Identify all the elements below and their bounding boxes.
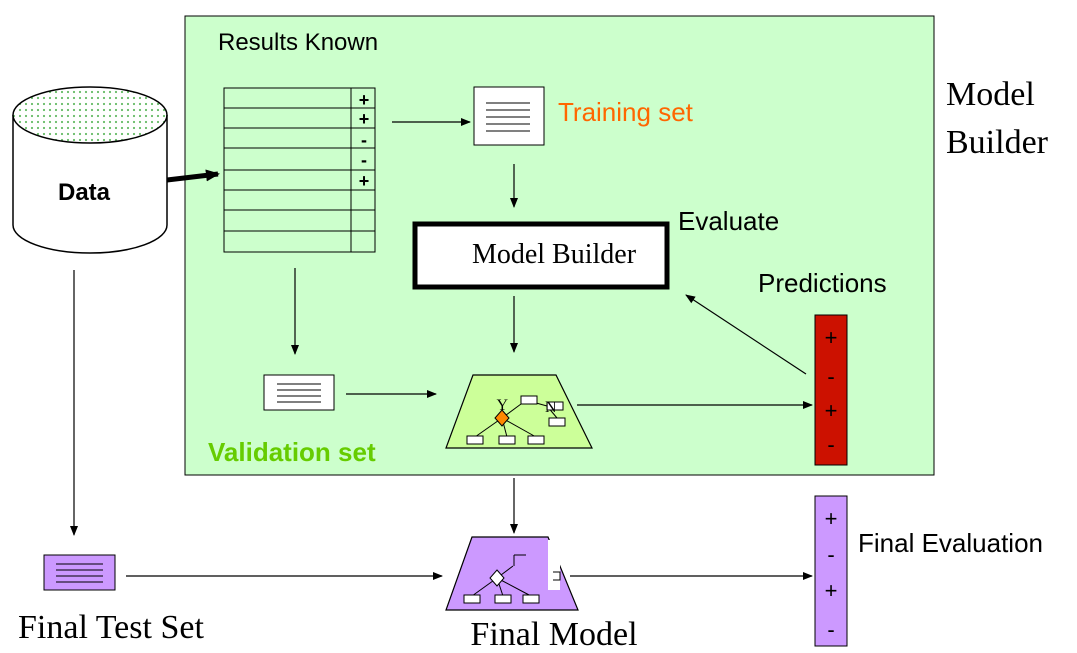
predictions-marks: + - + -: [825, 325, 838, 457]
results-table: [223, 87, 376, 253]
document-lines-icon: [43, 554, 116, 591]
data-to-table-arrow: [166, 169, 220, 183]
training-set-label: Training set: [558, 97, 694, 127]
document-lines-icon: [473, 86, 545, 146]
prediction-mark: +: [825, 398, 838, 423]
decision-tree-icon: [445, 536, 579, 611]
tree-yes-label: Y: [496, 397, 508, 414]
prediction-mark: -: [827, 432, 834, 457]
final-test-set-label: Final Test Set: [18, 609, 204, 646]
model-builder-box-label: Model Builder: [472, 239, 637, 270]
table-mark: -: [361, 130, 367, 150]
final-evaluation-label: Final Evaluation: [858, 528, 1043, 558]
prediction-mark: -: [827, 364, 834, 389]
final-eval-mark: +: [825, 578, 838, 603]
predictions-column: [814, 314, 848, 466]
predictions-label: Predictions: [758, 268, 887, 298]
data-label: Data: [58, 179, 111, 206]
final-eval-mark: -: [827, 542, 834, 567]
prediction-mark: +: [825, 325, 838, 350]
tree-no-label: N: [545, 399, 557, 416]
table-mark: +: [359, 171, 370, 191]
final-evaluation-column: [814, 495, 848, 647]
final-eval-mark: -: [827, 617, 834, 642]
final-model-label: Final Model: [470, 616, 637, 653]
decision-tree-icon: [445, 374, 593, 449]
model-builder-side-label-line2: Builder: [946, 124, 1049, 161]
database-cylinder-icon: [12, 86, 168, 254]
final-eval-mark: +: [825, 506, 838, 531]
validation-set-label: Validation set: [208, 437, 376, 467]
model-builder-side-label-line1: Model: [946, 76, 1035, 113]
table-marks: + + - - +: [359, 90, 370, 191]
table-mark: +: [359, 109, 370, 129]
table-mark: -: [361, 150, 367, 170]
model-builder-box: [412, 221, 670, 290]
table-mark: +: [359, 90, 370, 110]
evaluate-label: Evaluate: [678, 206, 779, 236]
document-lines-icon: [263, 374, 335, 411]
predictions-to-builder-arrow: [685, 294, 807, 375]
results-known-label: Results Known: [218, 29, 378, 56]
final-evaluation-marks: + - + -: [825, 506, 838, 642]
